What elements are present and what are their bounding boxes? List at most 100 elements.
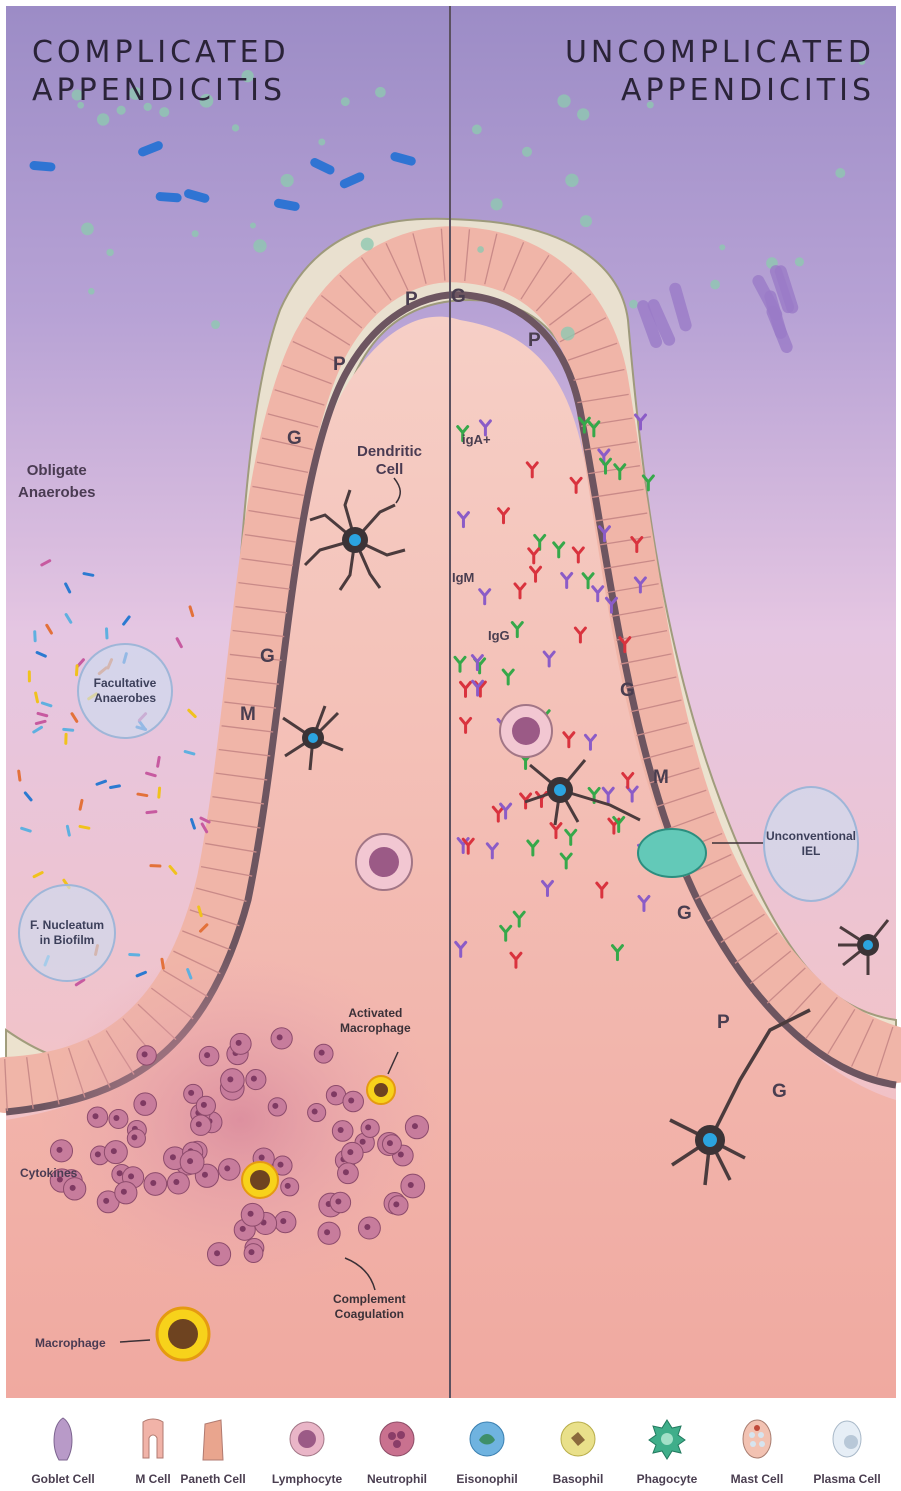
neutrophil-nucleus — [224, 1165, 230, 1171]
eosinophil-icon — [467, 1416, 507, 1462]
cell-letter-paneth: P — [405, 289, 418, 311]
neutrophil-nucleus — [92, 1113, 98, 1119]
rod-bacterium — [155, 192, 182, 203]
legend-label: Paneth Cell — [168, 1472, 258, 1486]
legend-item: Mast Cell — [712, 1398, 802, 1491]
activated-macrophage-cell — [367, 1076, 395, 1104]
legend-label: Plasma Cell — [802, 1472, 892, 1486]
neutrophil-nucleus — [201, 1102, 207, 1108]
neutrophil-nucleus — [117, 1170, 123, 1176]
label-obligate-line1: Obligate — [18, 460, 96, 482]
neutrophil-nucleus — [214, 1250, 220, 1256]
microbe — [192, 230, 199, 237]
neutrophil-nucleus — [335, 1199, 341, 1205]
label-activated-line1: Activated — [340, 1006, 411, 1021]
neutrophil-nucleus — [150, 1180, 156, 1186]
neutrophil-nucleus — [248, 1249, 254, 1255]
legend-label: Neutrophil — [352, 1472, 442, 1486]
microbe — [106, 249, 113, 256]
microbe — [561, 327, 575, 341]
neutrophil-nucleus — [277, 1034, 283, 1040]
neutrophil-nucleus — [248, 1211, 254, 1217]
neutrophil-nucleus — [140, 1100, 146, 1106]
label-activated-macrophage: Activated Macrophage — [340, 1006, 411, 1036]
legend-label: Mast Cell — [712, 1472, 802, 1486]
legend-item: Eisonophil — [442, 1398, 532, 1491]
microbe — [81, 222, 94, 235]
cell-letter-goblet: G — [287, 428, 302, 450]
legend-label: Lymphocyte — [262, 1472, 352, 1486]
microbe — [211, 320, 220, 329]
cell-letter-m: M — [240, 704, 256, 726]
neutrophil-nucleus — [348, 1097, 354, 1103]
label-igm: IgM — [452, 570, 474, 586]
title-uncomplicated: UNCOMPLICATED APPENDICITIS — [565, 34, 875, 110]
neutrophil-nucleus — [259, 1155, 265, 1161]
legend-item: Neutrophil — [352, 1398, 442, 1491]
cell-letter-goblet: G — [451, 286, 466, 308]
plasma-cell-icon — [827, 1416, 867, 1462]
neutrophil-nucleus — [324, 1229, 330, 1235]
legend-label: Eisonophil — [442, 1472, 532, 1486]
neutrophil-nucleus — [188, 1090, 194, 1096]
neutrophil-nucleus — [338, 1127, 344, 1133]
lymphocyte-icon — [287, 1416, 327, 1462]
microbe — [522, 147, 532, 157]
neutrophil-nucleus — [103, 1198, 109, 1204]
bacterium — [64, 733, 67, 745]
cell-letter-goblet: G — [620, 680, 635, 702]
neutrophil-nucleus — [312, 1109, 318, 1115]
facultative-anaerobes-bubble: Facultative Anaerobes — [77, 643, 173, 739]
neutrophil-nucleus — [240, 1226, 246, 1232]
microbe — [341, 97, 350, 106]
cell-letter-paneth: P — [333, 354, 346, 376]
microbe — [719, 244, 725, 250]
microbe — [318, 139, 325, 146]
label-activated-line2: Macrophage — [340, 1021, 411, 1036]
neutrophil-nucleus — [95, 1151, 101, 1157]
neutrophil-nucleus — [196, 1121, 202, 1127]
mast-cell-icon — [737, 1416, 777, 1462]
legend-label: Phagocyte — [622, 1472, 712, 1486]
bacterium — [28, 670, 31, 682]
microbe — [629, 300, 638, 309]
neutrophil-nucleus — [365, 1124, 371, 1130]
microbe — [250, 222, 256, 228]
neutrophil-nucleus — [170, 1154, 176, 1160]
microbe — [580, 215, 592, 227]
label-dendritic-line2: Cell — [357, 461, 422, 479]
label-complement-coagulation: Complement Coagulation — [333, 1292, 406, 1322]
neutrophil-nucleus — [408, 1182, 414, 1188]
legend-item: Lymphocyte — [262, 1398, 352, 1491]
microbe — [281, 174, 294, 187]
legend-item: Phagocyte — [622, 1398, 712, 1491]
cell-type-legend: Goblet CellM CellPaneth CellLymphocyteNe… — [0, 1398, 901, 1491]
label-complement-line1: Complement — [333, 1292, 406, 1307]
unconventional-iel-bubble: Unconventional IEL — [763, 786, 859, 902]
neutrophil-nucleus — [142, 1051, 148, 1057]
paneth-cell-icon — [193, 1416, 233, 1462]
neutrophil-nucleus — [131, 1134, 137, 1140]
legend-item: Basophil — [533, 1398, 623, 1491]
microbe — [375, 87, 386, 98]
neutrophil-nucleus — [111, 1148, 117, 1154]
microbe — [710, 280, 720, 290]
macrophage-cell — [157, 1308, 209, 1360]
microbe — [477, 246, 484, 253]
neutrophil-nucleus — [278, 1162, 284, 1168]
legend-item: Paneth Cell — [168, 1398, 258, 1491]
neutrophil-nucleus — [173, 1179, 179, 1185]
label-macrophage: Macrophage — [35, 1335, 106, 1351]
cell-letter-goblet: G — [677, 903, 692, 925]
neutrophil-nucleus — [280, 1218, 286, 1224]
microbe — [472, 124, 482, 134]
cell-letter-paneth: P — [717, 1012, 730, 1034]
legend-item: Plasma Cell — [802, 1398, 892, 1491]
cell-letter-paneth: P — [528, 330, 541, 352]
neutrophil-nucleus — [272, 1103, 278, 1109]
neutrophil-nucleus — [347, 1149, 353, 1155]
label-facultative-line2: Anaerobes — [94, 691, 157, 706]
cell-letter-goblet: G — [260, 646, 275, 668]
neutrophil-nucleus — [113, 1115, 119, 1121]
title-complicated: COMPLICATED APPENDICITIS — [32, 34, 290, 110]
